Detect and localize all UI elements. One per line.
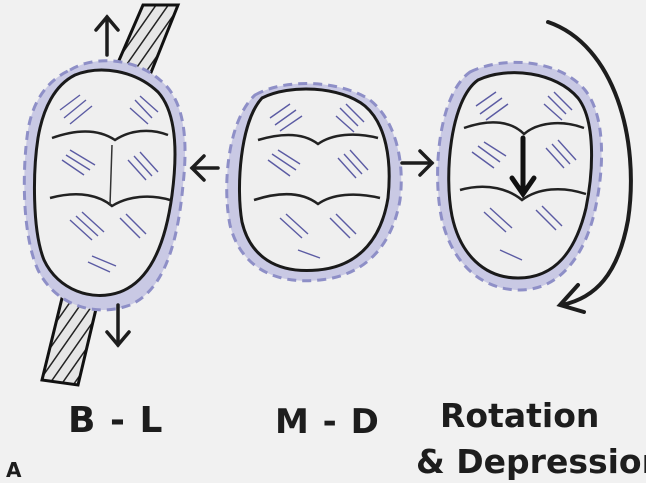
tooth-rotation [438, 22, 631, 312]
tooth-crown [449, 73, 592, 278]
label-buccolingual: B - L [68, 400, 163, 441]
tooth-crown [239, 89, 389, 271]
tooth-buccolingual [24, 5, 185, 385]
panel-letter: A [6, 458, 21, 482]
label-mesiodistal: M - D [275, 402, 380, 442]
right-arrow-icon [402, 151, 432, 175]
up-arrow-icon [96, 17, 118, 55]
tooth-mesiodistal [227, 84, 402, 281]
label-depression: & Depression [416, 442, 646, 481]
label-rotation: Rotation [440, 396, 599, 435]
left-arrow-icon [192, 156, 218, 180]
